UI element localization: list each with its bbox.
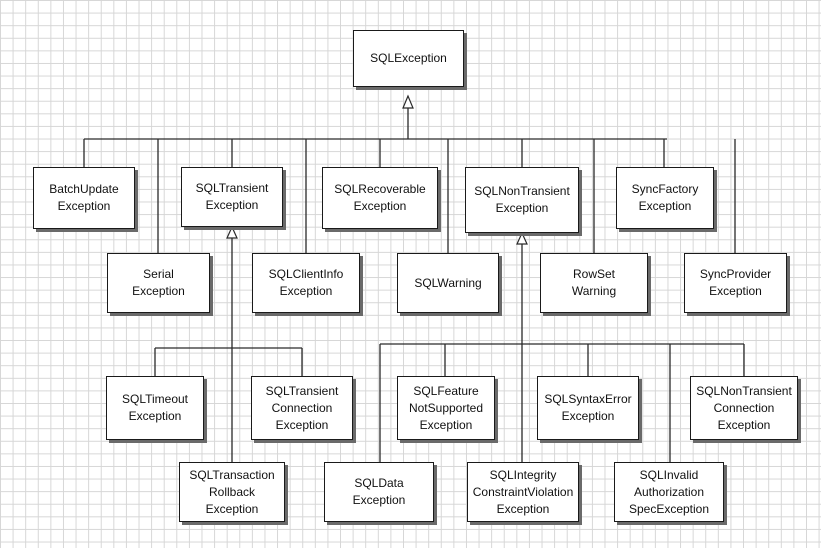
node-sql-non-transient-exception: SQLNonTransient Exception [465, 167, 579, 233]
node-rowset-warning: RowSet Warning [540, 253, 648, 313]
node-sql-invalid-authorization-spec-exception: SQLInvalid Authorization SpecException [614, 462, 724, 522]
node-sql-syntax-error-exception: SQLSyntaxError Exception [537, 376, 639, 440]
node-sql-timeout-exception: SQLTimeout Exception [106, 376, 204, 440]
node-sql-recoverable-exception: SQLRecoverable Exception [322, 167, 438, 229]
node-sql-integrity-constraint-violation-exception: SQLIntegrity ConstraintViolation Excepti… [467, 462, 579, 522]
node-batch-update-exception: BatchUpdate Exception [33, 167, 135, 229]
node-sql-transaction-rollback-exception: SQLTransaction Rollback Exception [179, 462, 285, 522]
node-sql-exception: SQLException [353, 30, 464, 87]
node-sql-data-exception: SQLData Exception [324, 462, 434, 522]
node-serial-exception: Serial Exception [107, 253, 210, 313]
inheritance-arrow-sql-non-transient [516, 231, 528, 245]
inheritance-arrow-sql-exception [402, 94, 414, 109]
node-sql-transient-exception: SQLTransient Exception [181, 167, 283, 227]
node-sql-transient-connection-exception: SQLTransient Connection Exception [251, 376, 353, 440]
node-sql-warning: SQLWarning [397, 253, 499, 313]
node-sql-non-transient-connection-exception: SQLNonTransient Connection Exception [690, 376, 798, 440]
inheritance-arrow-sql-transient [226, 225, 238, 239]
node-sql-feature-not-supported-exception: SQLFeature NotSupported Exception [397, 376, 495, 440]
node-sql-client-info-exception: SQLClientInfo Exception [252, 253, 360, 313]
node-sync-factory-exception: SyncFactory Exception [616, 167, 714, 229]
node-sync-provider-exception: SyncProvider Exception [684, 253, 787, 313]
